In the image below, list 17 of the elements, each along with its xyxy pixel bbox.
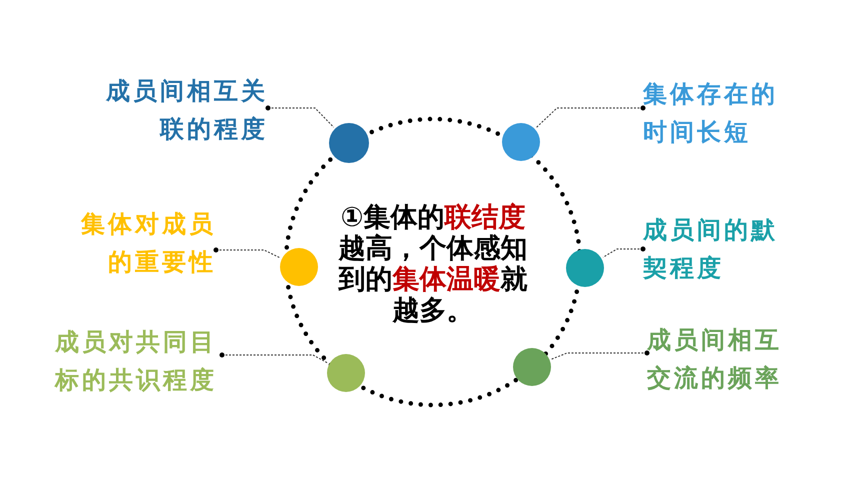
factor-label: 成员对共同目标的共识程度 [55,323,222,399]
factor-label: 集体存在的时间长短 [643,75,783,151]
colored-dot [566,249,604,287]
factor-label: 集体对成员的重要性 [76,205,216,281]
leader-line [536,106,646,128]
colored-dot [329,123,369,163]
factor-label: 成员间的默契程度 [643,211,783,287]
leader-line [551,350,650,360]
leader-line [220,352,328,364]
leader-line [602,246,646,258]
center-statement: ①集体的联结度越高，个体感知到的集体温暖就越多。 [337,202,528,326]
colored-dot [280,248,318,286]
leader-line [266,106,334,128]
factor-label: 成员间相互关联的程度 [101,72,268,148]
factor-label: 成员间相互交流的频率 [647,321,787,397]
leader-line [214,248,281,258]
colored-dot [502,123,540,161]
